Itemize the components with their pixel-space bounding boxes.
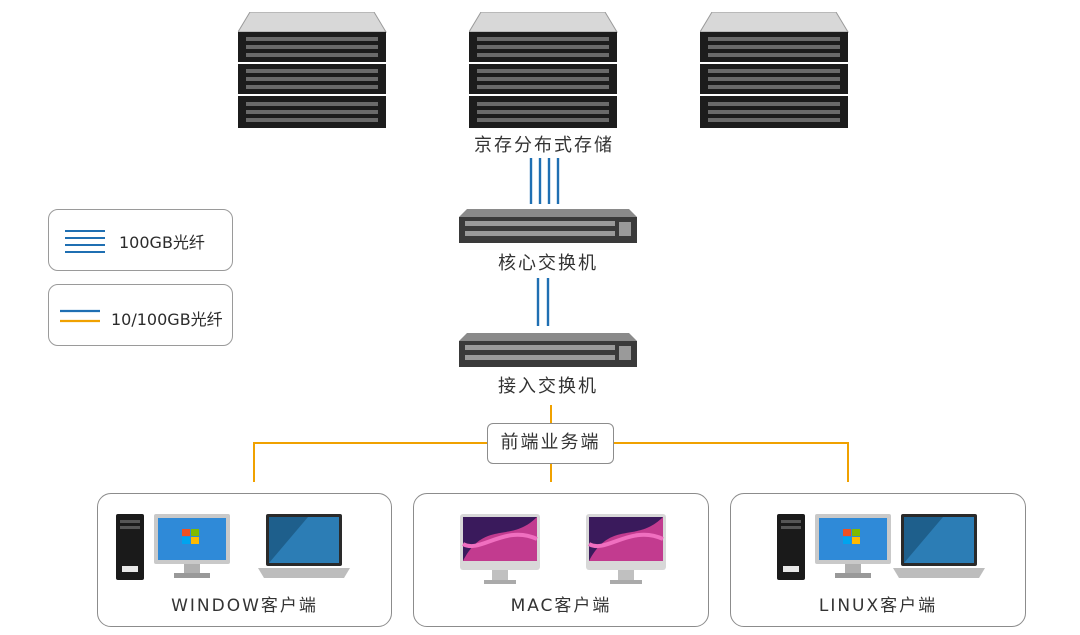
access-switch-label: 接入交换机 [498,376,598,397]
fiber-10gb-access-clients [253,405,849,482]
client-group-linux: LINUX客户端 [730,493,1026,627]
storage-label: 京存分布式存储 [474,135,614,156]
client-group-windows: WINDOW客户端 [97,493,392,627]
legend-label-100gb: 100GB光纤 [119,233,205,252]
fiber-100gb-storage-core [529,158,560,204]
legend-item-100gb: 100GB光纤 [48,209,233,271]
fiber-100gb-core-access [536,278,550,326]
legend-item-10-100gb: 10/100GB光纤 [48,284,233,346]
access-switch-icon [459,333,637,373]
fiber-10-100gb-legend-icon [60,309,100,323]
imac-icon [460,514,540,584]
windows-monitor-icon [815,514,891,578]
laptop-icon [258,514,350,578]
client-group-mac: MAC客户端 [413,493,709,627]
fiber-100gb-legend-icon [65,230,105,253]
imac-icon [586,514,666,584]
laptop-icon [893,514,985,578]
client-label-windows: WINDOW客户端 [171,596,318,616]
windows-monitor-icon [154,514,230,578]
client-label-linux: LINUX客户端 [818,596,938,616]
core-switch-label: 核心交换机 [498,253,598,274]
pc-tower-icon [777,514,805,580]
storage-server-rack-left [237,11,388,134]
storage-server-rack-right [699,11,850,134]
frontend-node: 前端业务端 [487,423,614,464]
frontend-label: 前端业务端 [500,432,601,453]
core-switch-icon [459,209,637,249]
pc-tower-icon [116,514,144,580]
client-label-mac: MAC客户端 [510,596,612,616]
storage-server-rack-center [468,11,619,134]
legend-label-10-100gb: 10/100GB光纤 [111,310,223,329]
